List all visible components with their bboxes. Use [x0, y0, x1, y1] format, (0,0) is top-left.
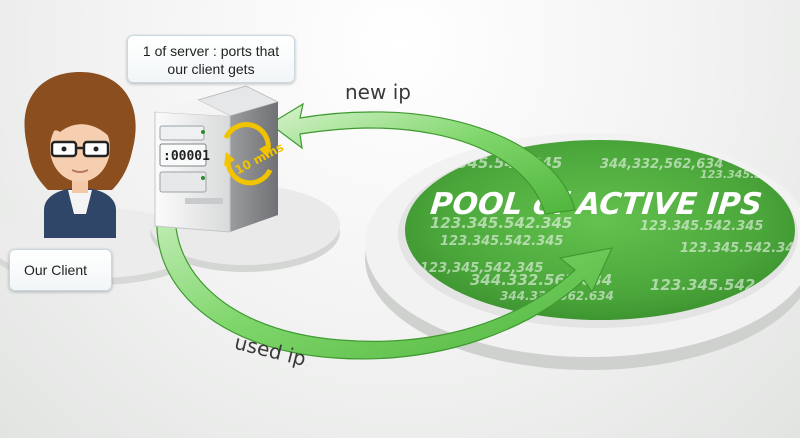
- server-callout: 1 of server : ports that our client gets: [127, 35, 295, 83]
- pool-ip-number: 123.345.542.345: [440, 234, 563, 249]
- pool-disc: [405, 140, 795, 320]
- pool-ip-number: 123.345.542.345: [680, 241, 800, 256]
- port-readout: :00001: [163, 149, 210, 164]
- client-callout: Our Client: [9, 249, 112, 291]
- pool-ip-number: 123,345,542,345: [420, 261, 543, 276]
- new-ip-label: new ip: [345, 80, 411, 104]
- port-display: [159, 143, 207, 167]
- pool-title: POOL of ACTIVE IPS: [429, 187, 764, 222]
- new-ip-arrow: [268, 102, 576, 215]
- client-avatar: [24, 72, 136, 238]
- used-ip-arrow: [156, 167, 614, 360]
- pool-ip-number: 344,332,562,634: [600, 157, 723, 172]
- pool-ip-number: 123.345.542.345: [640, 219, 763, 234]
- server-machine: :00001: [154, 85, 280, 233]
- pool-ip-number: 344.332.562.634: [560, 126, 702, 144]
- pool-ip-number: 123.345.542.345: [430, 214, 572, 232]
